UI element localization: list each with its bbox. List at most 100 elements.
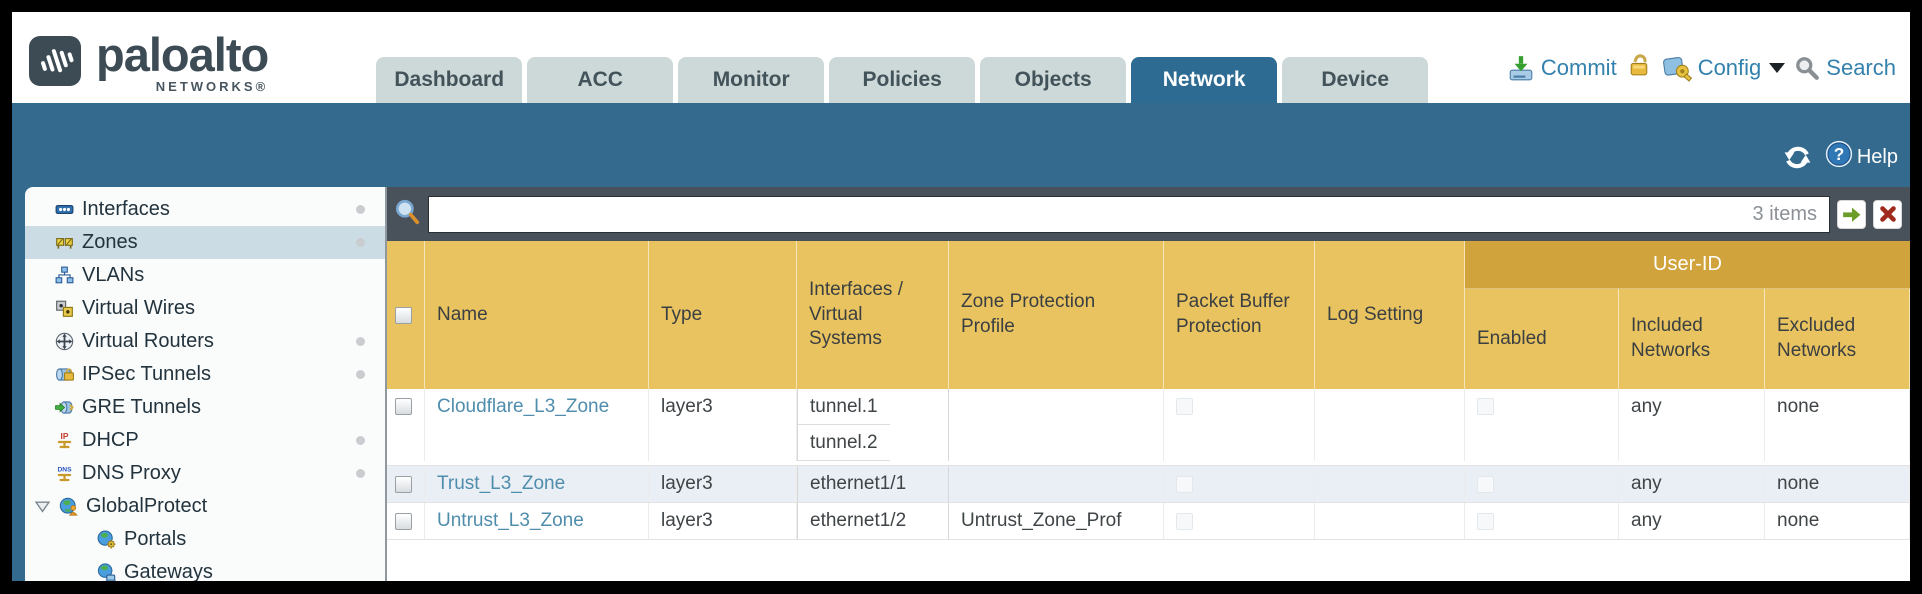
column-header-interfaces[interactable]: Interfaces / Virtual Systems — [797, 241, 949, 389]
tab-device[interactable]: Device — [1282, 57, 1429, 103]
gre-tunnels-icon — [55, 398, 74, 417]
status-dot — [356, 337, 365, 346]
clear-filter-button[interactable] — [1873, 199, 1902, 229]
sidebar-item-gre-tunnels[interactable]: GRE Tunnels — [25, 391, 385, 424]
sidebar-item-portals[interactable]: Portals — [25, 523, 385, 556]
sidebar-item-gateways[interactable]: Gateways — [25, 556, 385, 581]
global-search-button[interactable]: Search — [1794, 55, 1896, 81]
zones-table-header: Name Type Interfaces / Virtual Systems Z… — [387, 241, 1910, 389]
user-id-column-group: User-ID Enabled Included Networks Exclud… — [1465, 241, 1910, 389]
log-setting-cell — [1315, 389, 1465, 461]
help-icon: ? — [1825, 140, 1853, 174]
config-icon — [1662, 54, 1692, 82]
gateways-icon — [97, 563, 116, 581]
column-header-type[interactable]: Type — [649, 241, 797, 389]
apply-filter-button[interactable] — [1837, 199, 1866, 229]
included-networks-cell: any — [1619, 466, 1765, 502]
virtual-wires-icon — [55, 299, 74, 318]
sidebar-item-label: Portals — [124, 528, 187, 550]
zone-name-link[interactable]: Untrust_L3_Zone — [437, 510, 584, 531]
virtual-routers-icon — [55, 332, 74, 351]
zone-name-link[interactable]: Cloudflare_L3_Zone — [437, 396, 610, 417]
svg-text:?: ? — [1834, 144, 1845, 164]
tab-dashboard[interactable]: Dashboard — [376, 57, 523, 103]
sidebar-item-label: VLANs — [82, 264, 145, 286]
user-id-group-header: User-ID — [1465, 241, 1910, 289]
status-dot — [356, 436, 365, 445]
row-select-cell — [387, 466, 425, 502]
search-icon — [1794, 55, 1820, 81]
tab-monitor[interactable]: Monitor — [678, 57, 825, 103]
excluded-networks-cell: none — [1765, 389, 1910, 461]
tab-objects[interactable]: Objects — [980, 57, 1127, 103]
sidebar-item-globalprotect[interactable]: GlobalProtect — [25, 490, 385, 523]
column-header-excluded-networks[interactable]: Excluded Networks — [1765, 289, 1910, 389]
sidebar-item-ipsec-tunnels[interactable]: IPSec Tunnels — [25, 358, 385, 391]
status-dot — [356, 469, 365, 478]
filter-input[interactable]: 3 items — [428, 195, 1830, 233]
included-networks-cell: any — [1619, 389, 1765, 461]
paloalto-logo: paloalto NETWORKS® — [12, 12, 269, 103]
sidebar-item-interfaces[interactable]: Interfaces — [25, 193, 385, 226]
filter-toolbar: 3 items — [387, 187, 1910, 241]
column-header-packet-buffer[interactable]: Packet Buffer Protection — [1164, 241, 1315, 389]
zone-name-link[interactable]: Trust_L3_Zone — [437, 473, 566, 494]
row-checkbox[interactable] — [395, 398, 412, 415]
zone-protection-cell: Untrust_Zone_Prof — [949, 503, 1164, 539]
interface-entry: tunnel.2 — [798, 425, 890, 461]
table-row: Untrust_L3_Zone layer3 ethernet1/2 Untrust_… — [387, 503, 1910, 540]
tab-network[interactable]: Network — [1131, 57, 1278, 103]
expand-triangle-icon[interactable] — [35, 500, 51, 514]
column-header-enabled[interactable]: Enabled — [1465, 289, 1619, 389]
chevron-down-icon — [1769, 62, 1786, 73]
vlans-icon — [55, 266, 74, 285]
zone-name-cell: Cloudflare_L3_Zone — [425, 389, 649, 461]
tab-acc[interactable]: ACC — [527, 57, 674, 103]
zone-protection-cell — [949, 466, 1164, 502]
tab-policies[interactable]: Policies — [829, 57, 976, 103]
packet-buffer-checkbox — [1176, 512, 1193, 530]
sidebar-item-label: Virtual Routers — [82, 330, 214, 352]
column-header-log-setting[interactable]: Log Setting — [1315, 241, 1465, 389]
zone-type-cell: layer3 — [649, 503, 797, 539]
column-header-name[interactable]: Name — [425, 241, 649, 389]
sidebar-item-vlans[interactable]: VLANs — [25, 259, 385, 292]
sidebar-item-virtual-routers[interactable]: Virtual Routers — [25, 325, 385, 358]
filter-magnifier-icon — [393, 198, 421, 231]
help-button[interactable]: ? Help — [1825, 140, 1898, 174]
lock-icon[interactable] — [1626, 52, 1653, 84]
column-header-zone-protection[interactable]: Zone Protection Profile — [949, 241, 1164, 389]
sidebar-item-label: Virtual Wires — [82, 297, 195, 319]
interface-entry: ethernet1/2 — [810, 510, 907, 531]
sidebar-item-virtual-wires[interactable]: Virtual Wires — [25, 292, 385, 325]
row-checkbox[interactable] — [395, 512, 412, 530]
svg-text:DNS: DNS — [57, 467, 72, 474]
zone-protection-cell — [949, 389, 1164, 461]
packet-buffer-cell — [1164, 466, 1315, 502]
sidebar-item-zones[interactable]: Zones — [25, 226, 385, 259]
config-menu-button[interactable]: Config — [1662, 54, 1786, 82]
refresh-button[interactable] — [1782, 144, 1813, 171]
row-checkbox[interactable] — [395, 475, 412, 493]
interfaces-icon — [55, 200, 74, 219]
user-id-enabled-cell — [1465, 389, 1619, 461]
excluded-networks-cell: none — [1765, 503, 1910, 539]
interface-entry: ethernet1/1 — [810, 473, 907, 494]
commit-button[interactable]: Commit — [1507, 54, 1617, 82]
column-header-included-networks[interactable]: Included Networks — [1619, 289, 1765, 389]
select-all-checkbox[interactable] — [395, 306, 412, 324]
zone-type-cell: layer3 — [649, 389, 797, 461]
commit-icon — [1507, 54, 1535, 82]
zone-type-cell: layer3 — [649, 466, 797, 502]
brand-name: paloalto — [96, 28, 269, 82]
